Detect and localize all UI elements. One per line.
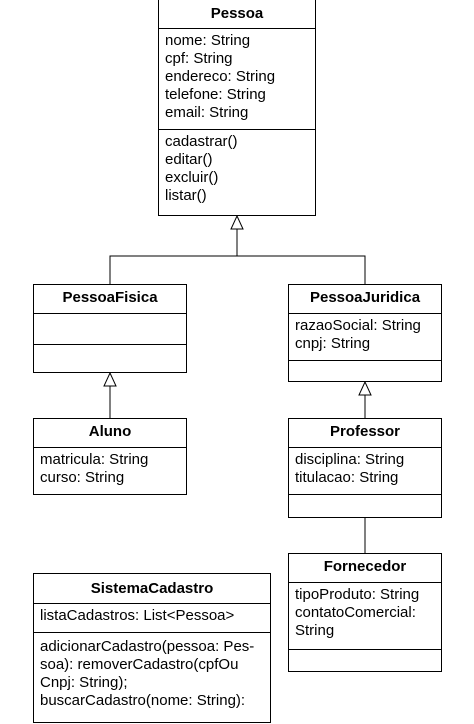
attribute: titulacao: String <box>295 469 399 486</box>
operations-fornecedor <box>289 649 441 671</box>
operations-pessoa: cadastrar() editar() excluir() listar() <box>159 129 315 215</box>
operation: adicionarCadastro(pessoa: Pes-soa): remo… <box>40 638 255 709</box>
class-sistema-cadastro: SistemaCadastro listaCadastros: List<Pes… <box>33 573 271 723</box>
class-name-sistema-cadastro: SistemaCadastro <box>34 574 270 604</box>
class-name-professor: Professor <box>289 419 441 448</box>
operation: cadastrar() <box>165 133 238 150</box>
attribute: tipoProduto: String <box>295 586 420 603</box>
operation: editar() <box>165 151 213 168</box>
class-aluno: Aluno matricula: String curso: String <box>33 418 187 495</box>
attribute: curso: String <box>40 469 125 486</box>
attributes-pessoa-juridica: razaoSocial: String cnpj: String <box>289 314 441 360</box>
generalization-arrow-pessoa-fisica <box>103 371 117 387</box>
operation: listar() <box>165 187 207 204</box>
attributes-aluno: matricula: String curso: String <box>34 448 186 494</box>
attributes-fornecedor: tipoProduto: String contatoComercial: St… <box>289 583 441 649</box>
attribute: telefone: String <box>165 86 266 103</box>
attributes-professor: disciplina: String titulacao: String <box>289 448 441 494</box>
class-name-pessoa-fisica: PessoaFisica <box>34 285 186 314</box>
class-pessoa-juridica: PessoaJuridica razaoSocial: String cnpj:… <box>288 284 442 382</box>
class-pessoa-fisica: PessoaFisica <box>33 284 187 373</box>
attribute: cnpj: String <box>295 335 371 352</box>
attribute: endereco: String <box>165 68 276 85</box>
attributes-pessoa: nome: String cpf: String endereco: Strin… <box>159 29 315 129</box>
operations-pessoa-juridica <box>289 360 441 381</box>
operation: excluir() <box>165 169 219 186</box>
generalization-line-pessoa <box>109 228 238 284</box>
attribute: email: String <box>165 104 249 121</box>
class-name-fornecedor: Fornecedor <box>289 554 441 583</box>
generalization-arrow-pessoa <box>230 214 244 230</box>
class-fornecedor: Fornecedor tipoProduto: String contatoCo… <box>288 553 442 672</box>
generalization-line-pessoa-juridica-branch <box>237 255 366 284</box>
class-pessoa: Pessoa nome: String cpf: String endereco… <box>158 0 316 216</box>
attribute: nome: String <box>165 32 251 49</box>
attribute: listaCadastros: List<Pessoa> <box>40 607 235 624</box>
attributes-pessoa-fisica <box>34 314 186 344</box>
attribute: contatoComercial: String <box>295 604 416 639</box>
attribute: disciplina: String <box>295 451 405 468</box>
class-name-aluno: Aluno <box>34 419 186 448</box>
attribute: razaoSocial: String <box>295 317 421 334</box>
operations-pessoa-fisica <box>34 344 186 372</box>
attributes-sistema-cadastro: listaCadastros: List<Pessoa> <box>34 604 270 632</box>
class-name-pessoa: Pessoa <box>159 0 315 29</box>
operations-professor <box>289 494 441 517</box>
operations-sistema-cadastro: adicionarCadastro(pessoa: Pes-soa): remo… <box>34 632 270 724</box>
class-professor: Professor disciplina: String titulacao: … <box>288 418 442 518</box>
attribute: matricula: String <box>40 451 149 468</box>
attribute: cpf: String <box>165 50 233 67</box>
generalization-arrow-pessoa-juridica <box>358 380 372 396</box>
class-name-pessoa-juridica: PessoaJuridica <box>289 285 441 314</box>
